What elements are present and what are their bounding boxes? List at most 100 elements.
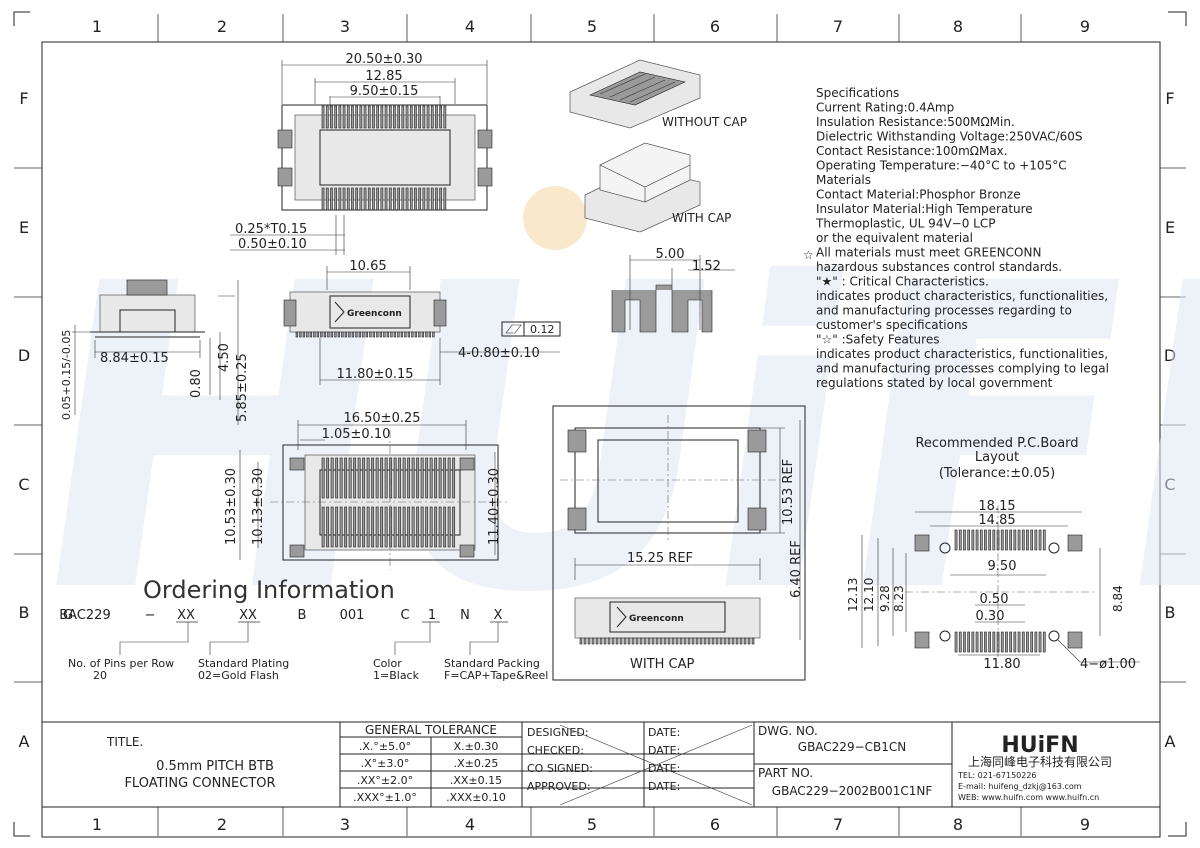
- svg-text:8.84: 8.84: [1111, 585, 1125, 612]
- svg-text:11.80: 11.80: [983, 657, 1020, 672]
- spec-line: regulations stated by local government: [816, 376, 1053, 390]
- order-code-part: XX: [177, 608, 195, 623]
- svg-text:TITLE.: TITLE.: [106, 735, 143, 749]
- svg-text:Standard Plating: Standard Plating: [198, 657, 289, 670]
- column-label: 3: [340, 17, 350, 36]
- order-code-part: C: [400, 608, 409, 623]
- svg-text:0.25*T0.15: 0.25*T0.15: [235, 222, 307, 237]
- sheet-frame: [13, 11, 1187, 838]
- svg-text:5.00: 5.00: [656, 247, 685, 262]
- svg-text:Greenconn: Greenconn: [347, 309, 402, 319]
- spec-line: Contact Resistance:100mΩMax.: [816, 144, 1008, 158]
- date-label: DATE:: [648, 726, 680, 739]
- spec-line: customer's specifications: [816, 318, 968, 332]
- tolerance-linear: .XXX±0.10: [446, 791, 506, 804]
- column-label: 1: [92, 815, 102, 834]
- tolerance-angle: .X°±3.0°: [361, 757, 410, 770]
- order-code-part: XX: [239, 608, 257, 623]
- order-code-part: BAC229: [59, 608, 110, 623]
- tolerance-angle: .XX°±2.0°: [357, 774, 413, 787]
- column-label: 4: [465, 815, 475, 834]
- svg-text:1=Black: 1=Black: [373, 669, 420, 682]
- spec-line: Specifications: [816, 86, 899, 100]
- svg-text:12.10: 12.10: [862, 578, 876, 612]
- spec-line: Materials: [816, 173, 871, 187]
- signoff-label: CHECKED:: [527, 744, 584, 757]
- svg-text:9.50±0.15: 9.50±0.15: [350, 84, 419, 99]
- svg-text:10.53±0.30: 10.53±0.30: [224, 468, 239, 545]
- date-label: DATE:: [648, 744, 680, 757]
- column-label: 6: [710, 815, 720, 834]
- spec-line: or the equivalent material: [816, 231, 973, 245]
- svg-text:TEL: 021-67150226: TEL: 021-67150226: [957, 771, 1037, 780]
- svg-text:0.50±0.10: 0.50±0.10: [238, 237, 307, 252]
- row-label: E: [19, 218, 29, 237]
- front-view: Greenconn 10.65 11.80±0.15 4-0.80±0.10 0…: [283, 259, 561, 385]
- date-label: DATE:: [648, 762, 680, 775]
- column-label: 5: [587, 17, 597, 36]
- svg-text:18.15: 18.15: [978, 499, 1015, 514]
- column-label: 5: [587, 815, 597, 834]
- svg-text:9.28: 9.28: [878, 585, 892, 612]
- svg-text:GBAC229−2002B001C1NF: GBAC229−2002B001C1NF: [772, 784, 933, 798]
- svg-text:02=Gold Flash: 02=Gold Flash: [198, 669, 279, 682]
- row-label: C: [18, 475, 29, 494]
- order-code-part: X: [494, 608, 503, 623]
- svg-text:1.05±0.10: 1.05±0.10: [322, 427, 391, 442]
- svg-text:5.85±0.25: 5.85±0.25: [235, 353, 250, 422]
- row-label: A: [19, 732, 30, 751]
- cap-views: 10.53 REF 15.25 REF 6.40 REF Greenconn W…: [552, 405, 806, 681]
- svg-text:E-mail: huifeng_dzkj@163.com: E-mail: huifeng_dzkj@163.com: [958, 782, 1082, 791]
- spec-line: Dielectric Withstanding Voltage:250VAC/6…: [816, 130, 1083, 144]
- spec-line: indicates product characteristics, funct…: [816, 289, 1108, 303]
- tolerance-angle: .X.°±5.0°: [359, 740, 411, 753]
- tolerance-linear: X.±0.30: [454, 740, 499, 753]
- spec-line: Current Rating:0.4Amp: [816, 101, 954, 115]
- svg-text:Layout: Layout: [975, 450, 1019, 465]
- column-label: 7: [833, 17, 843, 36]
- svg-text:12.85: 12.85: [365, 69, 402, 84]
- svg-text:9.50: 9.50: [988, 559, 1017, 574]
- safety-star-icon: ☆: [803, 248, 814, 262]
- title-block: TITLE. 0.5mm PITCH BTB FLOATING CONNECTO…: [41, 721, 1161, 808]
- svg-text:0.12: 0.12: [530, 323, 555, 336]
- order-code-part: 001: [340, 608, 365, 623]
- svg-text:Color: Color: [373, 657, 402, 670]
- svg-text:WITHOUT CAP: WITHOUT CAP: [662, 115, 747, 129]
- column-label: 8: [953, 815, 963, 834]
- svg-text:6.40 REF: 6.40 REF: [789, 540, 804, 598]
- row-label: D: [1164, 346, 1176, 365]
- spec-line: and manufacturing processes complying to…: [816, 362, 1109, 376]
- svg-text:11.80±0.15: 11.80±0.15: [336, 367, 413, 382]
- row-label: B: [19, 603, 30, 622]
- row-label: F: [1165, 89, 1174, 108]
- svg-text:20.50±0.30: 20.50±0.30: [345, 52, 422, 67]
- spec-line: Operating Temperature:−40°C to +105°C: [816, 159, 1067, 173]
- spec-line: Insulator Material:High Temperature: [816, 202, 1033, 216]
- svg-text:DWG. NO.: DWG. NO.: [758, 724, 818, 738]
- svg-text:F=CAP+Tape&Reel: F=CAP+Tape&Reel: [444, 669, 548, 682]
- signoff-label: APPROVED:: [527, 780, 591, 793]
- svg-text:FLOATING CONNECTOR: FLOATING CONNECTOR: [124, 776, 275, 791]
- svg-text:(Tolerance:±0.05): (Tolerance:±0.05): [939, 466, 1055, 481]
- spec-line: Contact Material:Phosphor Bronze: [816, 188, 1021, 202]
- svg-text:WEB: www.huifn.com www.huifn: WEB: www.huifn.com www.huifn.cn: [958, 793, 1099, 802]
- svg-text:上海同峰电子科技有限公司: 上海同峰电子科技有限公司: [968, 754, 1112, 769]
- svg-text:10.53 REF: 10.53 REF: [781, 459, 796, 525]
- row-label: C: [1164, 475, 1175, 494]
- row-label: F: [19, 89, 28, 108]
- tolerance-linear: .XX±0.15: [450, 774, 502, 787]
- svg-text:HUiFN: HUiFN: [1001, 733, 1078, 758]
- column-label: 9: [1080, 17, 1090, 36]
- svg-text:GENERAL TOLERANCE: GENERAL TOLERANCE: [365, 723, 497, 737]
- svg-text:16.50±0.25: 16.50±0.25: [343, 411, 420, 426]
- order-code-part: B: [298, 608, 307, 623]
- svg-text:12.13: 12.13: [846, 578, 860, 612]
- svg-text:No. of Pins per Row: No. of Pins per Row: [68, 657, 174, 670]
- svg-text:15.25 REF: 15.25 REF: [627, 551, 693, 566]
- section-view: 5.00 1.52: [611, 247, 735, 333]
- spec-line: All materials must meet GREENCONN: [816, 246, 1041, 260]
